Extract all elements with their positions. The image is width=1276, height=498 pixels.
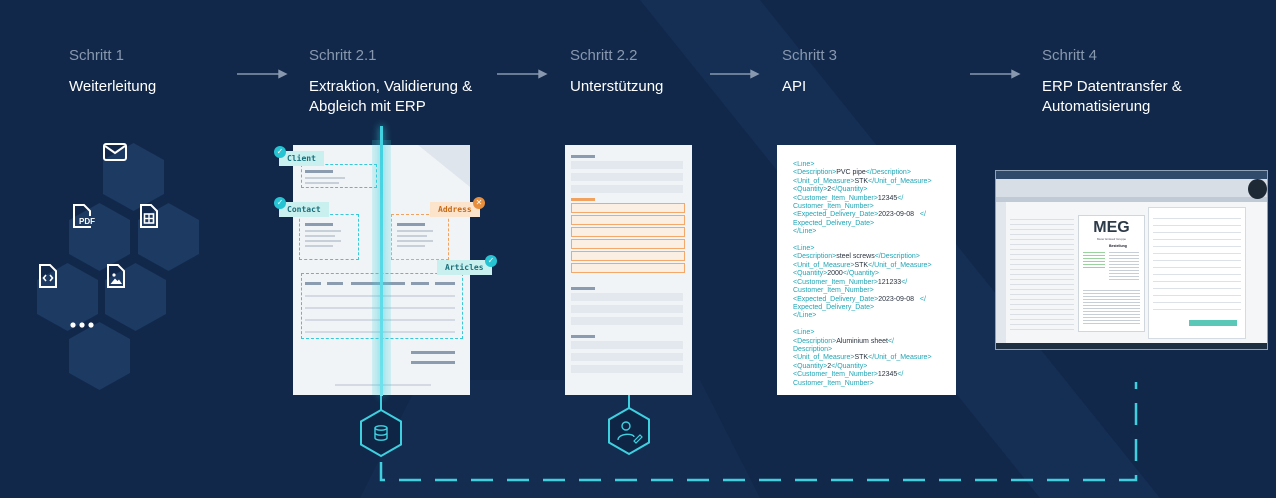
xml-line: <Customer_Item_Number>121233</: [793, 278, 908, 286]
api-xml-document: [777, 145, 956, 395]
step-title: API: [782, 78, 807, 95]
step-3: Schritt 3 API: [782, 46, 837, 97]
xml-line: <Customer_Item_Number>12345</: [793, 194, 904, 202]
step-4: Schritt 4 ERP Datentransfer & Automatisi…: [1042, 46, 1182, 117]
step-number: Schritt 2.2: [570, 47, 638, 64]
xml-line: </Line>: [793, 312, 817, 320]
more-hex: [69, 322, 130, 390]
xml-payload: <Line><Description>PVC pipe</Description…: [793, 161, 953, 393]
step-number: Schritt 2.1: [309, 47, 377, 64]
step-number: Schritt 1: [69, 47, 125, 64]
contact-region: [299, 214, 359, 260]
xml-line: Expected_Delivery_Date>: [793, 303, 875, 311]
step-title-line2: Abgleich mit ERP: [309, 98, 426, 115]
pdf-file-icon: PDF: [73, 204, 95, 228]
xml-line: </Line>: [793, 228, 817, 236]
spreadsheet-file-icon: [140, 204, 158, 228]
xml-line: <Description>Aluminium sheet</: [793, 337, 894, 345]
check-icon: ✓: [485, 255, 497, 267]
erp-form-panel: [1148, 207, 1246, 339]
xml-line: [793, 237, 953, 245]
review-document: [565, 145, 692, 395]
scan-beam: [380, 126, 383, 396]
code-file-icon: [39, 264, 57, 288]
xml-line: <Expected_Delivery_Date>2023-09-08 </: [793, 211, 926, 219]
address-tag: Address: [430, 202, 480, 217]
step-title-line2: Automatisierung: [1042, 98, 1151, 115]
xml-line: <Unit_of_Measure>STK</Unit_of_Measure>: [793, 261, 932, 269]
xml-line: <Line>: [793, 329, 815, 337]
user-edit-badge: [608, 406, 650, 456]
xml-line: Customer_Item_Number>: [793, 379, 874, 387]
erp-logo: [1248, 179, 1267, 199]
articles-tag: Articles: [437, 260, 492, 275]
xml-line: Expected_Delivery_Date>: [793, 219, 875, 227]
xml-line: Description>: [793, 345, 833, 353]
xml-line: <Description>PVC pipe</Description>: [793, 169, 911, 177]
xml-line: <Description>steel screws</Description>: [793, 253, 920, 261]
error-icon: ✕: [473, 197, 485, 209]
xml-line: <Expected_Delivery_Date>2023-09-08 </: [793, 295, 926, 303]
check-icon: ✓: [274, 197, 286, 209]
svg-text:PDF: PDF: [79, 217, 95, 226]
pdf-hex: PDF: [69, 203, 130, 271]
xml-line: Customer_Item_Number>: [793, 287, 874, 295]
erp-brand: MEG: [1093, 219, 1130, 236]
xml-line: <Quantity>2</Quantity>: [793, 362, 868, 370]
xml-line: <Customer_Item_Number>12345</: [793, 371, 904, 379]
image-file-icon: [107, 264, 125, 288]
step-2-2: Schritt 2.2 Unterstützung: [570, 46, 663, 97]
check-icon: ✓: [274, 146, 286, 158]
erp-screenshot: MEG Meier Einkauf Gruppe Bestellung: [995, 170, 1268, 350]
xml-line: <Quantity>2000</Quantity>: [793, 270, 880, 278]
client-region: [301, 164, 377, 188]
xml-line: <Line>: [793, 161, 815, 168]
mail-icon: [103, 143, 127, 161]
code-hex: [37, 263, 98, 331]
dashed-connector: [379, 382, 1138, 482]
xml-line: Customer_Item_Number>: [793, 203, 874, 211]
step-title-line1: ERP Datentransfer &: [1042, 78, 1182, 95]
spreadsheet-hex: [138, 203, 199, 271]
mail-hex: [103, 143, 164, 211]
xml-line: [793, 321, 953, 329]
step-title: Weiterleitung: [69, 78, 157, 95]
xml-line: <Unit_of_Measure>STK</Unit_of_Measure>: [793, 177, 932, 185]
xml-line: <Line>: [793, 245, 815, 253]
address-region: [391, 214, 449, 260]
step-title-line1: Extraktion, Validierung &: [309, 78, 473, 95]
more-icon: [70, 322, 94, 328]
step-title: Unterstützung: [570, 78, 664, 95]
erp-document-preview: MEG Meier Einkauf Gruppe Bestellung: [1078, 215, 1145, 332]
step-2-1: Schritt 2.1 Extraktion, Validierung & Ab…: [309, 46, 472, 117]
step-1: Schritt 1 Weiterleitung: [69, 46, 156, 97]
xml-line: <Quantity>2</Quantity>: [793, 186, 868, 194]
database-badge: [360, 408, 402, 458]
step-number: Schritt 4: [1042, 47, 1098, 64]
step-number: Schritt 3: [782, 47, 838, 64]
xml-line: <Unit_of_Measure>STK</Unit_of_Measure>: [793, 354, 932, 362]
contact-tag: Contact: [279, 202, 329, 217]
image-hex: [105, 263, 166, 331]
client-tag: Client: [279, 151, 324, 166]
